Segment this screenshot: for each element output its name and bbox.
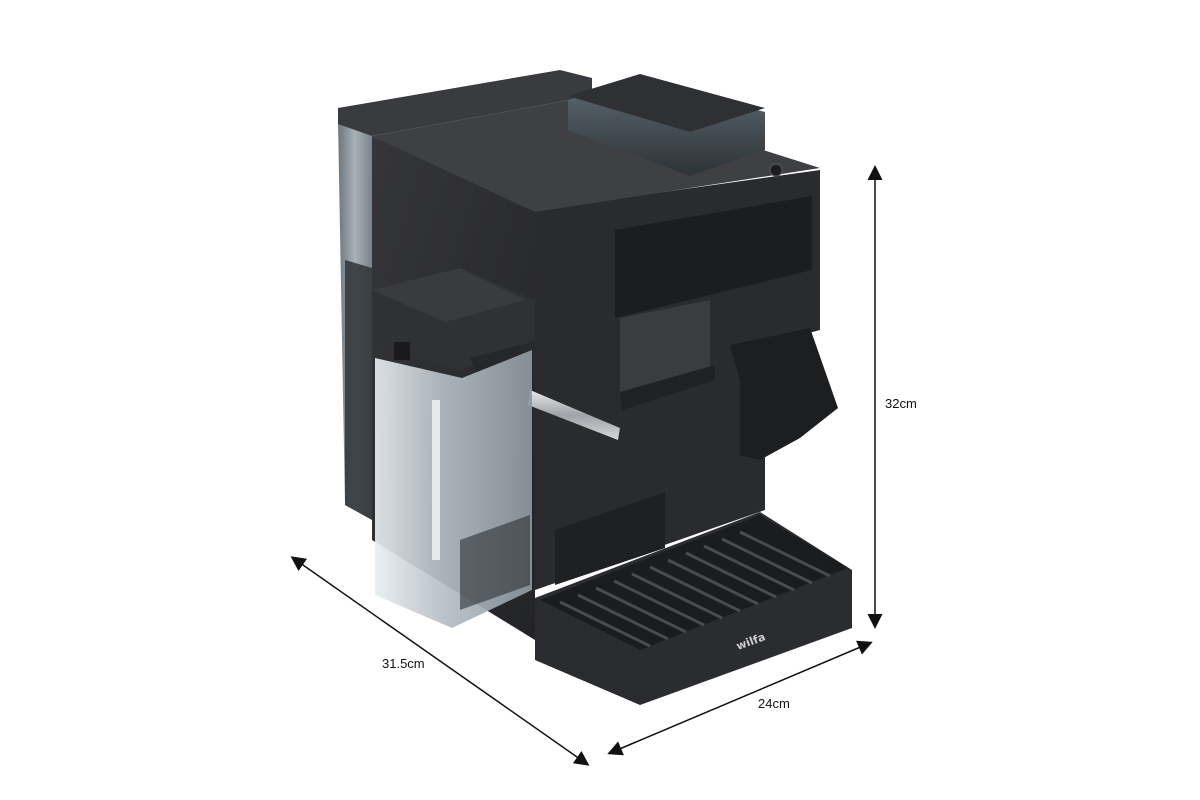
width-dimension: 24cm — [607, 640, 873, 756]
milk-module — [372, 268, 535, 370]
water-tank — [338, 120, 372, 520]
depth-label: 31.5cm — [382, 656, 425, 671]
height-label: 32cm — [885, 396, 917, 411]
milk-jug — [375, 350, 532, 628]
power-button-icon[interactable] — [769, 163, 783, 177]
width-arrow — [607, 640, 873, 756]
display-panel — [615, 196, 812, 318]
coffee-spout — [620, 300, 715, 410]
cup-holder — [730, 328, 838, 460]
width-label: 24cm — [758, 696, 790, 711]
depth-dimension: 31.5cm — [290, 556, 590, 766]
height-dimension: 32cm — [867, 165, 917, 629]
bean-hopper — [568, 74, 765, 176]
coffee-machine: wilfa — [338, 70, 852, 705]
top-lid — [338, 70, 592, 136]
depth-arrow — [290, 556, 590, 766]
machine-top-surface — [372, 96, 820, 212]
